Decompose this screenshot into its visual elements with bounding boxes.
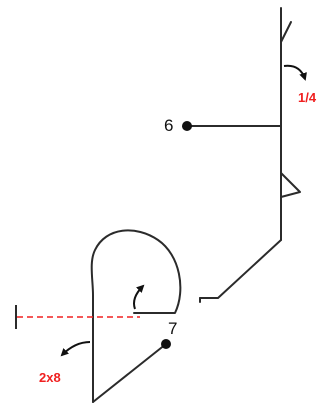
dashed-reference [15,305,140,329]
point-6-dot [182,121,192,131]
rotation-lower-label: 2x8 [39,370,61,385]
upper-figure [199,7,301,303]
rotation-upper: 1/4 [283,64,317,105]
upper-top-hook [280,7,292,43]
rotation-lower-arrow [60,341,91,357]
point-7-label: 7 [168,319,177,338]
lower-loop [90,229,182,403]
upper-triangle-marker [280,172,301,198]
rotation-upper-arrow [283,64,307,81]
lower-diagonal [92,343,167,403]
point-6-label: 6 [164,116,173,135]
upper-diagonal-leg [199,239,282,299]
rotation-lower: 2x8 [39,341,91,385]
point-6-branch: 6 [164,116,281,135]
point-7: 7 [161,319,177,349]
inner-rotation-arrow [133,284,145,310]
lower-figure [90,229,182,403]
rotation-upper-label: 1/4 [298,90,317,105]
point-7-dot [161,339,171,349]
